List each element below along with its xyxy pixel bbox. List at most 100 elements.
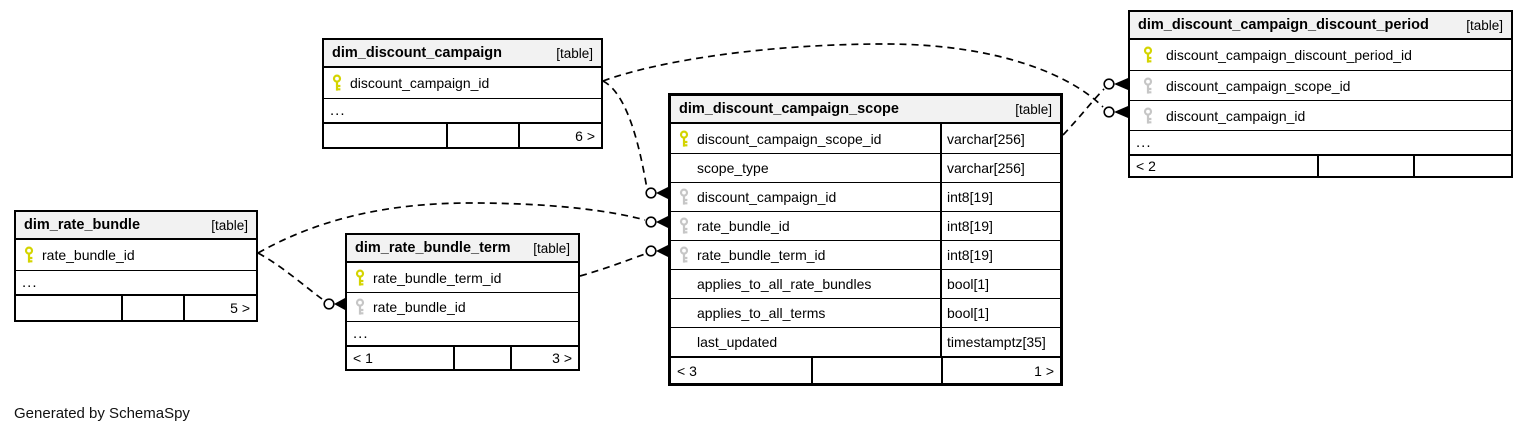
- column-name-cell: discount_campaign_id: [671, 183, 940, 211]
- key-icon-slot: [671, 246, 697, 264]
- column-row-applies_to_all_terms[interactable]: applies_to_all_terms bool[1]: [671, 298, 1060, 327]
- column-name: discount_campaign_id: [350, 75, 490, 91]
- footer-cell-left: [324, 124, 448, 147]
- table-type-badge: [table]: [1466, 17, 1503, 33]
- table-name: dim_rate_bundle_term: [355, 240, 511, 256]
- column-row-rate_bundle_id[interactable]: rate_bundle_id: [16, 240, 256, 270]
- key-icon-slot: [1130, 46, 1166, 64]
- foreign-key-icon: [1142, 106, 1154, 125]
- column-name-cell: last_updated: [671, 328, 940, 356]
- relationship-dim_rate_bundle.rate_bundle_id-to-dim_discount_campaign_scope.rate_bundle_id: [257, 202, 668, 254]
- primary-key-icon: [354, 268, 366, 287]
- relationship-line: [257, 252, 323, 300]
- column-name: rate_bundle_term_id: [697, 247, 826, 263]
- key-icon-slot: [671, 129, 697, 148]
- table-header-dim_discount_campaign_discount_period[interactable]: dim_discount_campaign_discount_period [ta…: [1130, 12, 1511, 40]
- column-name: applies_to_all_rate_bundles: [697, 276, 872, 292]
- column-name-cell: applies_to_all_terms: [671, 299, 940, 327]
- column-name: rate_bundle_id: [697, 218, 790, 234]
- table-footer: < 1 3 >: [347, 345, 578, 369]
- column-name: applies_to_all_terms: [697, 305, 826, 321]
- more-columns-ellipsis: ...: [1130, 130, 1511, 154]
- entity-table-dim_discount_campaign_discount_period: dim_discount_campaign_discount_period [ta…: [1128, 10, 1513, 178]
- relationship-dim_rate_bundle.rate_bundle_id-to-dim_rate_bundle_term.rate_bundle_id: [257, 252, 345, 310]
- footer-cell-left: < 3: [671, 358, 813, 383]
- table-type-badge: [table]: [556, 45, 593, 61]
- key-icon-slot: [347, 298, 373, 316]
- footer-cell-center: [123, 296, 185, 320]
- more-columns-ellipsis: ...: [16, 270, 256, 294]
- key-icon-slot: [1130, 76, 1166, 95]
- table-name: dim_discount_campaign_discount_period: [1138, 17, 1429, 33]
- column-name: discount_campaign_discount_period_id: [1166, 47, 1412, 63]
- column-row-discount_campaign_id[interactable]: discount_campaign_id int8[19]: [671, 182, 1060, 211]
- column-name: discount_campaign_id: [697, 189, 837, 205]
- column-row-discount_campaign_scope_id[interactable]: discount_campaign_scope_id: [1130, 70, 1511, 100]
- relationship-dim_discount_campaign.discount_campaign_id-to-dim_discount_campaign_scope.discount_campaign_id: [602, 80, 668, 199]
- more-columns-ellipsis: ...: [347, 321, 578, 345]
- column-type-cell: varchar[256]: [940, 124, 1060, 153]
- footer-cell-right: 1 >: [1034, 362, 1054, 379]
- entity-table-dim_rate_bundle_term: dim_rate_bundle_term [table] rate_bundle_t…: [345, 233, 580, 371]
- zero-or-many-circle: [645, 187, 657, 199]
- key-icon-slot: [324, 74, 350, 92]
- column-name: discount_campaign_id: [1166, 107, 1306, 124]
- key-icon-slot: [671, 217, 697, 235]
- footer-cell-right: 6 >: [575, 127, 595, 144]
- column-type-cell: bool[1]: [940, 270, 1060, 298]
- footer-cell-center: [455, 347, 512, 369]
- primary-key-icon: [1142, 46, 1154, 64]
- column-row-applies_to_all_rate_bundles[interactable]: applies_to_all_rate_bundles bool[1]: [671, 269, 1060, 298]
- column-name: rate_bundle_id: [373, 299, 466, 315]
- column-type-cell: varchar[256]: [940, 154, 1060, 182]
- table-header-dim_discount_campaign[interactable]: dim_discount_campaign[table]: [324, 40, 601, 68]
- table-header-dim_rate_bundle_term[interactable]: dim_rate_bundle_term [table]: [347, 235, 578, 263]
- column-row-discount_campaign_discount_period_id[interactable]: discount_campaign_discount_period_id: [1130, 40, 1511, 70]
- table-header-dim_rate_bundle[interactable]: dim_rate_bundle [table]: [16, 212, 256, 240]
- foreign-key-icon: [678, 217, 690, 235]
- footer-cell-right: 3 >: [552, 350, 572, 366]
- column-type-cell: int8[19]: [940, 183, 1060, 211]
- footer-cell-left: < 1: [347, 347, 455, 369]
- primary-key-icon: [678, 129, 690, 148]
- crows-foot-connector: [334, 298, 345, 310]
- table-footer: 5 >: [16, 294, 256, 320]
- table-type-badge: [table]: [211, 217, 248, 233]
- table-footer: 6 >: [324, 122, 601, 147]
- relationship-line: [1062, 88, 1105, 136]
- column-name: rate_bundle_id: [42, 247, 135, 263]
- column-row-rate_bundle_term_id[interactable]: rate_bundle_term_id int8[19]: [671, 240, 1060, 269]
- relationship-dim_rate_bundle_term.rate_bundle_term_id-to-dim_discount_campaign_scope.rate_bundle_term_id: [579, 245, 668, 277]
- key-icon-slot: [671, 188, 697, 206]
- key-icon-slot: [1130, 106, 1166, 125]
- column-name: discount_campaign_scope_id: [1166, 77, 1351, 94]
- key-icon-slot: [16, 246, 42, 264]
- crows-foot-connector: [656, 187, 668, 199]
- zero-or-many-circle: [323, 298, 335, 310]
- crows-foot-connector: [1114, 106, 1128, 118]
- relationship-line: [602, 80, 648, 190]
- column-row-discount_campaign_id[interactable]: discount_campaign_id: [324, 68, 601, 98]
- column-name-cell: rate_bundle_term_id: [671, 241, 940, 269]
- footer-cell-center: [1319, 156, 1415, 176]
- column-type-cell: timestamptz[35]: [940, 328, 1060, 356]
- relationship-line: [257, 202, 646, 254]
- column-row-discount_campaign_id[interactable]: discount_campaign_id: [1130, 100, 1511, 130]
- foreign-key-icon: [678, 246, 690, 264]
- table-header-dim_discount_campaign_scope[interactable]: dim_discount_campaign_scope[table]: [671, 96, 1060, 124]
- column-row-rate_bundle_id[interactable]: rate_bundle_id: [347, 292, 578, 321]
- footer-cell-center: [448, 124, 520, 147]
- column-type-cell: int8[19]: [940, 241, 1060, 269]
- zero-or-many-circle: [645, 245, 657, 257]
- table-name: dim_rate_bundle: [24, 217, 141, 233]
- primary-key-icon: [23, 246, 35, 264]
- crows-foot-connector: [1114, 78, 1128, 90]
- column-name-cell: rate_bundle_id: [671, 212, 940, 240]
- column-row-rate_bundle_term_id[interactable]: rate_bundle_term_id: [347, 263, 578, 292]
- table-type-badge: [table]: [533, 240, 570, 256]
- column-type-cell: bool[1]: [940, 299, 1060, 327]
